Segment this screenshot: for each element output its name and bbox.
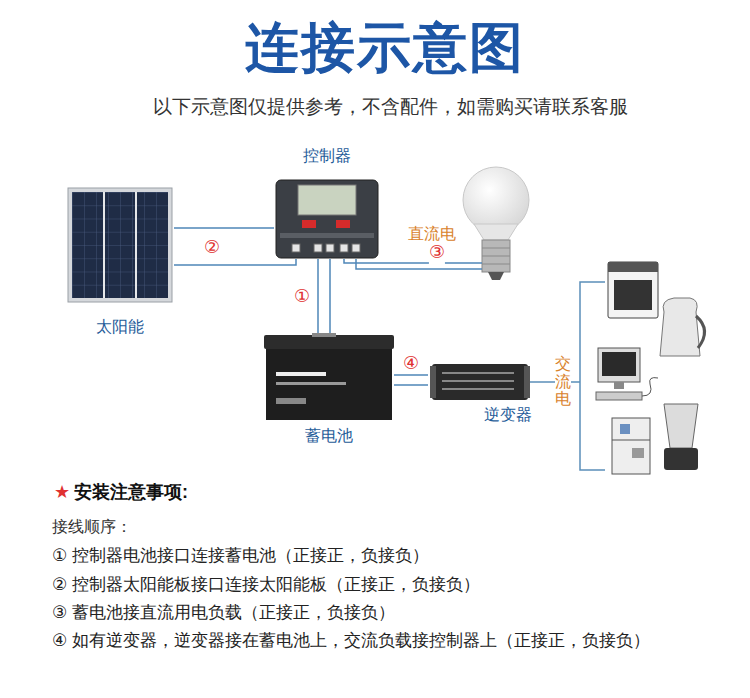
subtitle-note: 以下示意图仅提供参考，不含配件，如需购买请联系客服 xyxy=(153,96,628,119)
diagram-title: 连接示意图 xyxy=(245,15,525,80)
controller-body xyxy=(276,180,378,258)
kettle-handle xyxy=(696,316,705,348)
battery-lid xyxy=(264,335,394,349)
terminal xyxy=(352,244,360,252)
star-mark: ★ xyxy=(54,482,70,504)
dc-label: 直流电 xyxy=(408,224,456,243)
bulb-tip xyxy=(488,272,504,280)
keyboard xyxy=(596,392,642,400)
blender-jar xyxy=(664,404,698,448)
terminal xyxy=(326,244,334,252)
kettle xyxy=(660,298,700,356)
mouse-cord xyxy=(642,378,658,396)
node-label: 太阳能 xyxy=(96,317,144,336)
battery-mark xyxy=(276,398,306,404)
notice-step: ④ 如有逆变器，逆变器接在蓄电池上，交流负载接控制器上（正接正，负接负） xyxy=(52,631,650,651)
solar-panel-art xyxy=(68,188,172,302)
inverter-fins xyxy=(442,373,514,389)
terminal xyxy=(314,244,322,252)
monitor xyxy=(598,348,640,382)
monitor-stand xyxy=(614,382,624,389)
monitor-screen xyxy=(602,352,636,376)
panel-cells xyxy=(72,192,168,298)
stove xyxy=(608,262,658,318)
notice-subheading: 接线顺序： xyxy=(52,517,132,536)
load-wire xyxy=(344,259,482,269)
callout-number: ④ xyxy=(402,354,420,372)
notice-heading: 安装注意事项: xyxy=(74,482,188,504)
charge-controller: 控制器 xyxy=(274,146,380,259)
inverter-body xyxy=(432,364,528,400)
controller-button xyxy=(302,220,316,228)
callout-number: ③ xyxy=(429,242,445,264)
battery-terminal xyxy=(312,333,336,337)
bulb-neck xyxy=(474,224,518,240)
blender-base xyxy=(664,448,698,470)
inverter: 逆变器 xyxy=(428,360,532,424)
appliances-art xyxy=(596,262,705,474)
bulb-thread xyxy=(482,248,510,264)
stove-window xyxy=(614,280,652,310)
wire-connector xyxy=(318,259,330,333)
fridge-note xyxy=(632,448,644,458)
callout-number: ① xyxy=(293,287,311,305)
node-label: 逆变器 xyxy=(484,405,532,424)
wire-connector xyxy=(174,228,296,265)
battery-mark xyxy=(276,372,326,376)
panel-frame xyxy=(68,188,172,302)
ac-bracket xyxy=(530,282,605,470)
node-label: 蓄电池 xyxy=(305,426,353,445)
controller-screen xyxy=(298,185,356,215)
fridge xyxy=(612,418,650,474)
fridge-door xyxy=(612,440,650,441)
battery-mark xyxy=(276,382,346,385)
fridge-note xyxy=(620,424,630,434)
bulb-globe xyxy=(463,167,529,233)
bulb-base xyxy=(482,240,510,272)
inverter-art xyxy=(430,364,530,400)
ac-label: 交流电 xyxy=(555,355,571,408)
controller-art xyxy=(276,180,378,258)
battery-art xyxy=(264,333,394,420)
inverter-cap xyxy=(524,366,530,398)
controller-strip xyxy=(280,233,374,238)
notice-step: ① 控制器电池接口连接蓄电池（正接正，负接负） xyxy=(52,546,429,566)
solar-panel: 太阳能 xyxy=(66,186,174,336)
panel-divider xyxy=(104,192,136,298)
controller-button xyxy=(336,220,350,228)
stove-top xyxy=(608,262,658,272)
notice-step: ② 控制器太阳能板接口连接太阳能板（正接正，负接负） xyxy=(52,575,480,595)
callout-number: ② xyxy=(203,238,221,256)
wire-connector xyxy=(394,375,428,385)
terminal xyxy=(292,244,300,252)
battery-body xyxy=(266,349,392,420)
terminal xyxy=(340,244,348,252)
battery: 蓄电池 xyxy=(264,333,394,445)
notice-step: ③ 蓄电池接直流用电负载（正接正，负接负） xyxy=(52,603,395,623)
inverter-cap xyxy=(430,366,436,398)
node-label: 控制器 xyxy=(303,146,351,165)
